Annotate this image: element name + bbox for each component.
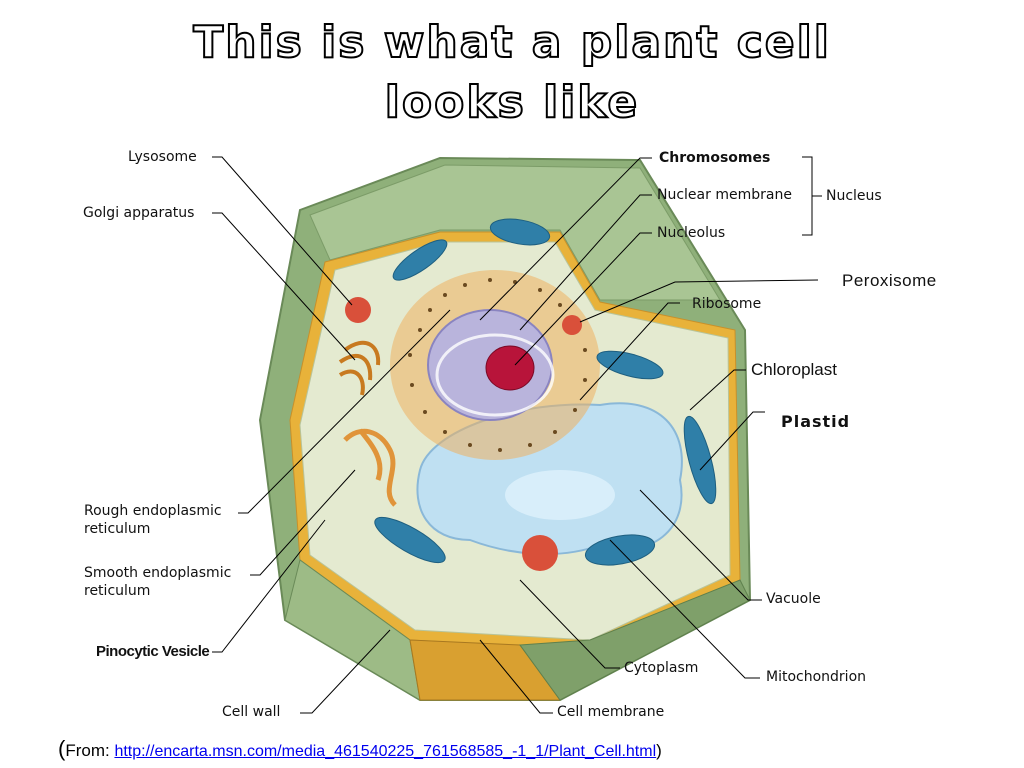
- label-rough-er-line1: Rough endoplasmic: [84, 503, 222, 519]
- source-open-paren: (: [58, 736, 66, 761]
- label-mitochondrion: Mitochondrion: [766, 669, 867, 685]
- source-link[interactable]: http://encarta.msn.com/media_461540225_7…: [114, 743, 657, 760]
- nuclear-membrane-ring: [435, 333, 555, 417]
- leader-lines: [212, 156, 822, 714]
- smooth-er-shape: [343, 428, 397, 507]
- label-pinocytic-vesicle: Pinocytic Vesicle: [96, 643, 210, 660]
- source-close-paren: ): [656, 741, 662, 760]
- golgi-shape: [338, 340, 381, 396]
- source-citation: (From: http://encarta.msn.com/media_4615…: [58, 736, 662, 762]
- lysosome-shape: [345, 297, 371, 323]
- peroxisome-shape: [562, 315, 582, 335]
- vacuole-highlight: [505, 470, 615, 520]
- lysosome-lower-shape: [522, 535, 558, 571]
- label-cell-membrane: Cell membrane: [557, 704, 665, 720]
- label-cytoplasm: Cytoplasm: [624, 660, 699, 676]
- label-rough-er-line2: reticulum: [84, 521, 151, 537]
- ribosome-dots: [408, 278, 587, 452]
- cell-wall-top-face: [309, 164, 721, 301]
- source-prefix: From:: [65, 741, 115, 760]
- label-smooth-er-line2: reticulum: [84, 583, 151, 599]
- label-nuclear-membrane: Nuclear membrane: [657, 187, 792, 203]
- label-plastid: Plastid: [781, 412, 851, 431]
- label-cell-wall: Cell wall: [222, 704, 281, 720]
- label-golgi-apparatus: Golgi apparatus: [83, 205, 195, 221]
- label-chloroplast: Chloroplast: [751, 360, 837, 379]
- slide-title-line-1: This is what a plant cell: [192, 16, 831, 69]
- label-vacuole: Vacuole: [766, 591, 821, 607]
- label-lysosome: Lysosome: [128, 149, 197, 165]
- label-peroxisome: Peroxisome: [842, 271, 937, 290]
- label-smooth-er-line1: Smooth endoplasmic: [84, 565, 232, 581]
- label-nucleolus: Nucleolus: [657, 225, 726, 241]
- slide-title-line-2: looks like: [384, 76, 640, 129]
- label-ribosome: Ribosome: [692, 296, 762, 312]
- label-nucleus: Nucleus: [826, 188, 882, 204]
- label-chromosomes: Chromosomes: [659, 150, 771, 166]
